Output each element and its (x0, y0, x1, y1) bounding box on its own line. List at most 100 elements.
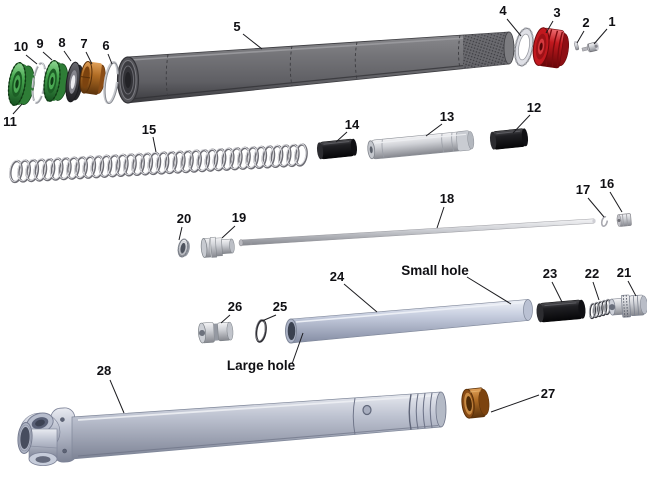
part-18-push-rod (238, 218, 596, 247)
part-16-leader (609, 191, 623, 213)
tube-open-end (116, 56, 140, 104)
part-27-label: 27 (541, 386, 555, 401)
part-16-rod-nut (616, 213, 632, 227)
part-27-callout: 27 (490, 386, 555, 413)
part-16-callout: 16 (600, 176, 623, 213)
part-13-leader (425, 123, 443, 137)
part-22-callout: 22 (585, 266, 600, 301)
part-7-bronze-bushing (79, 60, 106, 95)
large-hole-leader (291, 332, 304, 365)
part-1-label: 1 (608, 14, 615, 29)
part-6-label: 6 (102, 38, 109, 53)
part-6-retaining-ring (103, 60, 119, 105)
part-9-callout: 9 (36, 36, 53, 61)
leg-oil-hole (362, 404, 372, 416)
part-11-leader (12, 103, 23, 115)
large-hole-annotation: Large hole (227, 332, 304, 373)
part-26-label: 26 (228, 299, 242, 314)
part-3-leader (545, 20, 554, 34)
part-9-label: 9 (36, 36, 43, 51)
part-21-label: 21 (617, 265, 631, 280)
callouts: 1 2 3 4 5 6 7 8 9 10 11 12 13 14 15 16 1… (3, 3, 637, 414)
part-4-callout: 4 (499, 3, 522, 37)
part-3-callout: 3 (545, 5, 561, 34)
part-22-label: 22 (585, 266, 599, 281)
part-15-leader (152, 136, 157, 153)
part-23-leader (551, 281, 563, 303)
part-21-callout: 21 (617, 265, 637, 297)
part-2-set-pin (573, 40, 580, 51)
part-1-leader (593, 28, 608, 45)
part-24-callout: 24 (330, 269, 378, 313)
part-25-leader (261, 314, 277, 322)
part-22-rebound-spring (588, 298, 612, 320)
small-hole-leader (466, 276, 512, 305)
part-7-label: 7 (80, 36, 87, 51)
part-26-leader (220, 314, 231, 324)
part-3-red-top-cap (532, 27, 569, 69)
part-17-leader (587, 197, 605, 218)
part-13-callout: 13 (425, 109, 454, 137)
part-25-callout: 25 (261, 299, 287, 322)
part-2-callout: 2 (576, 15, 590, 44)
part-5-upper-tube (116, 31, 515, 104)
part-4-leader (506, 18, 522, 37)
part-14-black-spacer (316, 138, 358, 160)
part-24-inner-damper-tube (285, 299, 533, 344)
part-11-callout: 11 (3, 103, 23, 129)
part-4-label: 4 (499, 3, 507, 18)
part-21-adjuster-nut (608, 294, 647, 318)
part-19-callout: 19 (221, 210, 246, 239)
part-4-ribbed-washer (514, 27, 534, 67)
part-28-leader (109, 379, 125, 414)
part-14-callout: 14 (335, 117, 360, 143)
part-18-callout: 18 (436, 191, 454, 229)
part-12-callout: 12 (512, 100, 541, 134)
part-8-callout: 8 (58, 35, 72, 62)
part-5-leader (242, 33, 263, 50)
axle-clamp-plate (50, 407, 78, 463)
part-7-callout: 7 (80, 36, 93, 65)
part-15-callout: 15 (142, 122, 157, 153)
part-5-callout: 5 (233, 19, 263, 50)
part-18-label: 18 (440, 191, 454, 206)
part-8-leader (63, 50, 72, 62)
part-23-callout: 23 (543, 266, 563, 303)
part-17-callout: 17 (576, 182, 605, 218)
part-28-lower-leg (17, 391, 447, 466)
part-10-label: 10 (14, 39, 28, 54)
part-7-leader (85, 51, 93, 65)
small-hole-annotation: Small hole (401, 263, 512, 305)
part-27-leader (490, 394, 540, 413)
part-1-bolt (581, 41, 600, 53)
part-18-leader (436, 206, 445, 229)
part-15-label: 15 (142, 122, 156, 137)
large-hole-text: Large hole (227, 358, 296, 373)
part-12-black-spacer (489, 128, 529, 150)
axle-clamp-body (17, 412, 61, 466)
part-15-coil-spring (9, 143, 308, 184)
part-3-label: 3 (553, 5, 560, 20)
part-16-label: 16 (600, 176, 614, 191)
part-11-green-preload-ring (7, 61, 35, 107)
part-23-black-spacer (536, 299, 586, 323)
part-10-leader (25, 54, 38, 65)
part-28-callout: 28 (97, 363, 125, 414)
part-2-leader (576, 30, 585, 44)
bushing-groove-rings (408, 392, 433, 430)
part-23-label: 23 (543, 266, 557, 281)
part-13-damper-cartridge (367, 130, 475, 160)
small-hole-text: Small hole (401, 263, 469, 278)
part-26-foot-plug (198, 321, 234, 344)
tube-large-hole-opening (285, 318, 297, 344)
part-20-label: 20 (177, 211, 191, 226)
part-24-label: 24 (330, 269, 345, 284)
part-12-leader (512, 114, 531, 134)
part-14-leader (335, 131, 348, 143)
part-20-leader (178, 226, 183, 241)
part-21-leader (627, 280, 637, 297)
part-9-leader (42, 51, 53, 61)
part-11-label: 11 (3, 114, 17, 129)
part-20-ring-nut (177, 238, 190, 258)
